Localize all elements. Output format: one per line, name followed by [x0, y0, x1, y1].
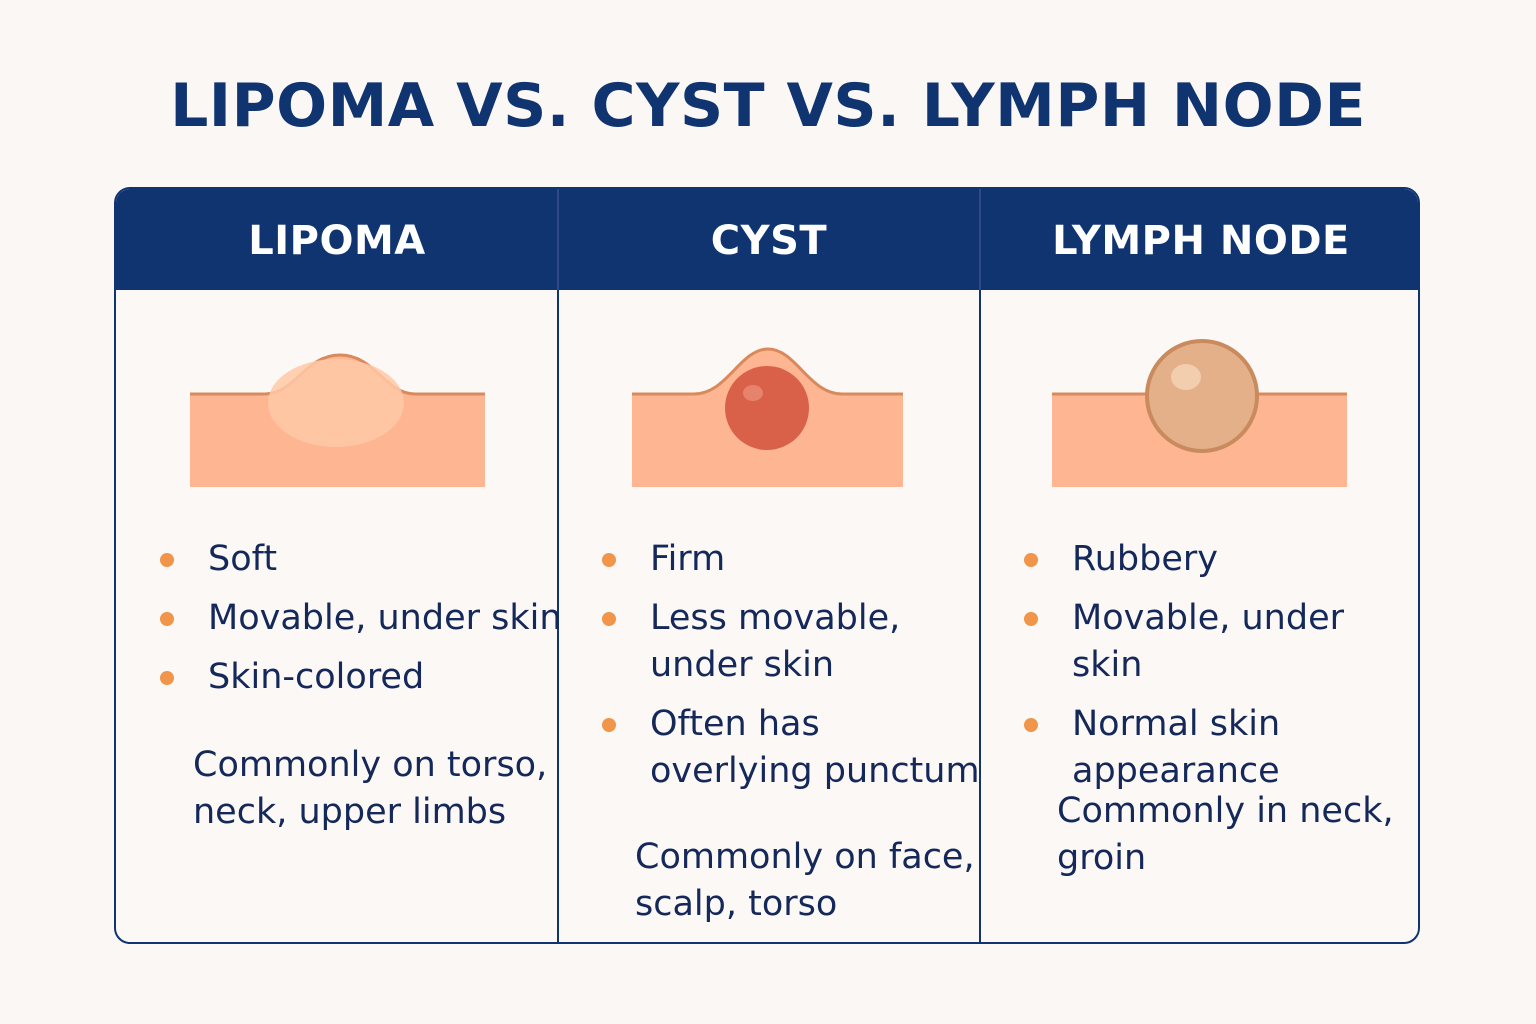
comparison-table: LIPOMA CYST LYMPH NODE Soft Movable, und…	[114, 187, 1420, 944]
lipoma-location-note: Commonly on torso, neck, upper limbs	[193, 745, 548, 832]
list-item: Normal skin appearance	[1024, 701, 1418, 795]
list-item: Firm	[602, 536, 980, 583]
list-item: Movable, under skin	[160, 595, 562, 642]
list-item: Skin-colored	[160, 654, 562, 701]
cyst-location-note: Commonly on face, scalp, torso	[635, 837, 975, 924]
column-divider	[979, 189, 981, 942]
list-item: Often has overlying punctum	[602, 701, 980, 795]
bullet-dot-icon	[602, 553, 616, 567]
page-title: LIPOMA VS. CYST VS. LYMPH NODE	[170, 71, 1366, 141]
bullet-dot-icon	[160, 671, 174, 685]
cyst-features: Firm Less movable, under skin Often has …	[602, 536, 980, 807]
header-divider	[979, 189, 981, 290]
lipoma-illustration	[190, 353, 485, 487]
column-divider	[557, 189, 559, 942]
cyst-illustration	[632, 347, 903, 487]
bullet-dot-icon	[160, 553, 174, 567]
bullet-dot-icon	[602, 718, 616, 732]
table-header-row: LIPOMA CYST LYMPH NODE	[116, 189, 1418, 290]
column-header-cyst: CYST	[710, 218, 828, 264]
column-header-lipoma: LIPOMA	[248, 218, 426, 264]
lymph-node-illustration	[1052, 339, 1347, 487]
bullet-dot-icon	[1024, 718, 1038, 732]
header-divider	[557, 189, 559, 290]
bullet-dot-icon	[1024, 612, 1038, 626]
bullet-dot-icon	[160, 612, 174, 626]
list-item: Rubbery	[1024, 536, 1418, 583]
lipoma-features: Soft Movable, under skin Skin-colored	[160, 536, 562, 713]
bullet-dot-icon	[1024, 553, 1038, 567]
list-item: Soft	[160, 536, 562, 583]
bullet-dot-icon	[602, 612, 616, 626]
column-header-lymph-node: LYMPH NODE	[1052, 218, 1350, 264]
lymph-node-location-note: Commonly in neck, groin	[1057, 791, 1394, 878]
lymph-node-features: Rubbery Movable, under skin Normal skin …	[1024, 536, 1418, 807]
list-item: Movable, under skin	[1024, 595, 1418, 689]
list-item: Less movable, under skin	[602, 595, 980, 689]
